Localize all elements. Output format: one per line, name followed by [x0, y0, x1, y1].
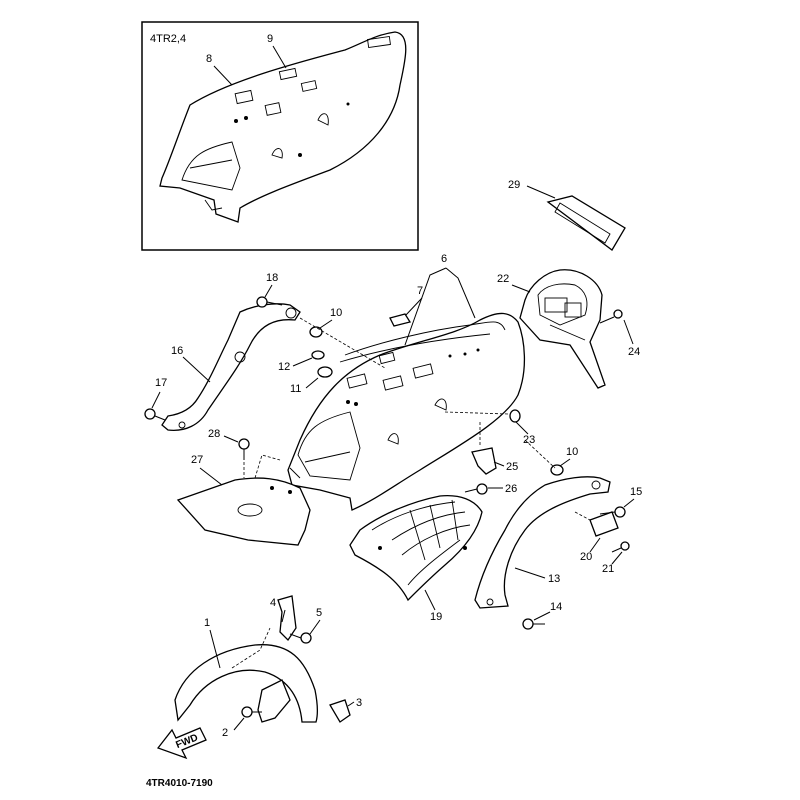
label-3: 3 — [356, 697, 362, 709]
label-7: 7 — [417, 285, 423, 297]
label-6: 6 — [441, 253, 447, 265]
part-20-reflector — [589, 511, 619, 537]
label-16: 16 — [171, 345, 183, 357]
part-2-bolt — [241, 706, 262, 718]
label-27: 27 — [191, 454, 203, 466]
part-6-rear-fender — [287, 312, 526, 511]
part-21-screw — [611, 541, 630, 553]
label-2: 2 — [222, 727, 228, 739]
part-7-label-sticker — [389, 313, 412, 327]
part-10-collar-right — [550, 464, 564, 476]
part-10-collar — [309, 326, 323, 338]
label-14: 14 — [550, 601, 562, 613]
label-15: 15 — [630, 486, 642, 498]
inset-code: 4TR2,4 — [150, 33, 186, 45]
label-9: 9 — [267, 33, 273, 45]
label-21: 21 — [602, 563, 614, 575]
part-front-fender-stay — [257, 679, 291, 723]
part-22-tail-light-bracket — [519, 269, 606, 389]
label-12: 12 — [278, 361, 290, 373]
label-24: 24 — [628, 346, 640, 358]
inset-panel: 4TR2,4 8 9 — [141, 21, 419, 251]
label-20: 20 — [580, 551, 592, 563]
part-24-bolt — [599, 309, 623, 324]
label-29: 29 — [508, 179, 520, 191]
part-16-left-stay — [161, 303, 301, 431]
label-4: 4 — [270, 597, 276, 609]
label-1: 1 — [204, 617, 210, 629]
part-1-front-fender — [174, 627, 319, 723]
part-29-reflector-plate: 29 — [508, 179, 626, 251]
label-19: 19 — [430, 611, 442, 623]
label-25: 25 — [506, 461, 518, 473]
part-26-bolt — [464, 483, 488, 495]
part-23-grommet — [509, 409, 521, 423]
part-17-bolt — [144, 408, 166, 421]
label-11: 11 — [290, 383, 301, 395]
part-14-bolt — [522, 618, 545, 630]
part-3-clip — [329, 699, 351, 723]
label-5: 5 — [316, 607, 322, 619]
label-17: 17 — [155, 377, 167, 389]
part-11-grommet — [317, 366, 333, 378]
label-23: 23 — [523, 434, 535, 446]
diagram-code: 4TR4010-7190 — [146, 778, 213, 789]
part-18-bolt — [256, 296, 283, 308]
label-13: 13 — [548, 573, 560, 585]
part-19-inner-fender — [349, 494, 483, 602]
part-5-bolt — [289, 632, 312, 644]
fwd-arrow-icon: FWD — [156, 727, 207, 760]
part-27-mud-flap — [176, 477, 311, 546]
label-10-left: 10 — [330, 307, 342, 319]
part-13-right-stay — [474, 476, 611, 609]
part-25-clip — [471, 447, 497, 475]
part-12-washer — [311, 350, 325, 360]
part-28-screw — [238, 438, 250, 460]
label-10-right: 10 — [566, 446, 578, 458]
label-22: 22 — [497, 273, 509, 285]
part-4-bracket — [277, 595, 297, 642]
label-26: 26 — [505, 483, 517, 495]
inset-rear-fender — [159, 31, 407, 223]
label-8: 8 — [206, 53, 212, 65]
label-28: 28 — [208, 428, 220, 440]
label-18: 18 — [266, 272, 278, 284]
